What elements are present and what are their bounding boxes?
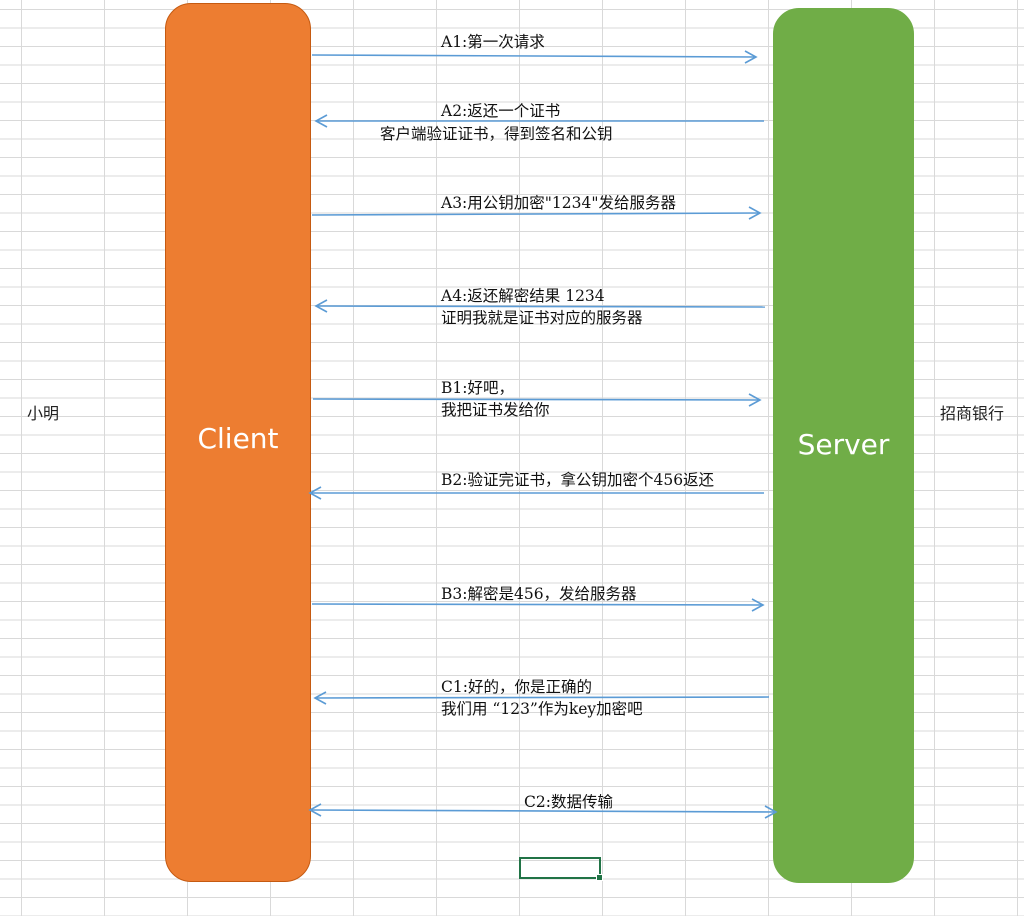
message-a2-line-2: 客户端验证证书，得到签名和公钥	[380, 125, 613, 143]
arrowhead-a3-right	[748, 206, 762, 220]
message-b1: B1:好吧， 我把证书发给你	[441, 377, 550, 421]
arrow-c1	[314, 696, 770, 699]
server-label: Server	[797, 428, 890, 461]
arrowhead-a1-right	[744, 50, 758, 64]
message-a2-line-1: A2:返还一个证书	[441, 102, 561, 120]
arrow-b3	[311, 603, 764, 606]
arrow-a4	[315, 305, 766, 308]
arrow-a1	[311, 54, 757, 58]
arrow-c2	[309, 809, 777, 813]
message-c1-line-1: C1:好的，你是正确的	[441, 678, 592, 696]
arrow-a3	[311, 212, 761, 216]
message-a4: A4:返还解密结果 1234 证明我就是证书对应的服务器	[441, 285, 643, 329]
message-a1-line-1: A1:第一次请求	[441, 33, 545, 51]
message-b2-line-1: B2:验证完证书，拿公钥加密个456返还	[441, 471, 715, 489]
message-c2-line-1: C2:数据传输	[524, 793, 613, 811]
message-a3: A3:用公钥加密"1234"发给服务器	[441, 192, 676, 214]
message-c1: C1:好的，你是正确的 我们用 “123”作为key加密吧	[441, 676, 643, 720]
message-a2: A2:返还一个证书	[441, 100, 560, 122]
message-c1-line-2: 我们用 “123”作为key加密吧	[441, 700, 643, 718]
message-a1: A1:第一次请求	[441, 31, 545, 53]
arrowhead-c1-left	[313, 691, 327, 705]
arrowhead-c2-left	[308, 803, 322, 817]
server-lifeline: Server	[773, 8, 914, 883]
selected-cell[interactable]	[519, 857, 603, 881]
arrowhead-b2-left	[308, 486, 322, 500]
client-lifeline: Client	[165, 3, 311, 882]
client-label: Client	[197, 422, 279, 455]
arrowhead-c2-right	[764, 805, 778, 819]
message-b3-line-1: B3:解密是456，发给服务器	[441, 585, 637, 603]
arrow-b1	[312, 398, 761, 401]
arrowhead-a2-left	[314, 114, 328, 128]
message-c2: C2:数据传输	[524, 791, 613, 813]
message-b1-line-2: 我把证书发给你	[441, 401, 550, 419]
arrowhead-a4-left	[314, 299, 328, 313]
message-a3-line-1: A3:用公钥加密"1234"发给服务器	[441, 194, 676, 212]
message-a2-note: 客户端验证证书，得到签名和公钥	[380, 123, 613, 145]
right-actor-label: 招商银行	[940, 404, 1005, 423]
arrowhead-b3-right	[751, 598, 765, 612]
message-b1-line-1: B1:好吧，	[441, 379, 514, 397]
message-a4-line-1: A4:返还解密结果 1234	[441, 287, 605, 305]
message-b2: B2:验证完证书，拿公钥加密个456返还	[441, 469, 714, 491]
arrowhead-b1-right	[748, 393, 762, 407]
message-b3: B3:解密是456，发给服务器	[441, 583, 637, 605]
left-actor-label: 小明	[27, 404, 60, 423]
message-a4-line-2: 证明我就是证书对应的服务器	[441, 309, 643, 327]
